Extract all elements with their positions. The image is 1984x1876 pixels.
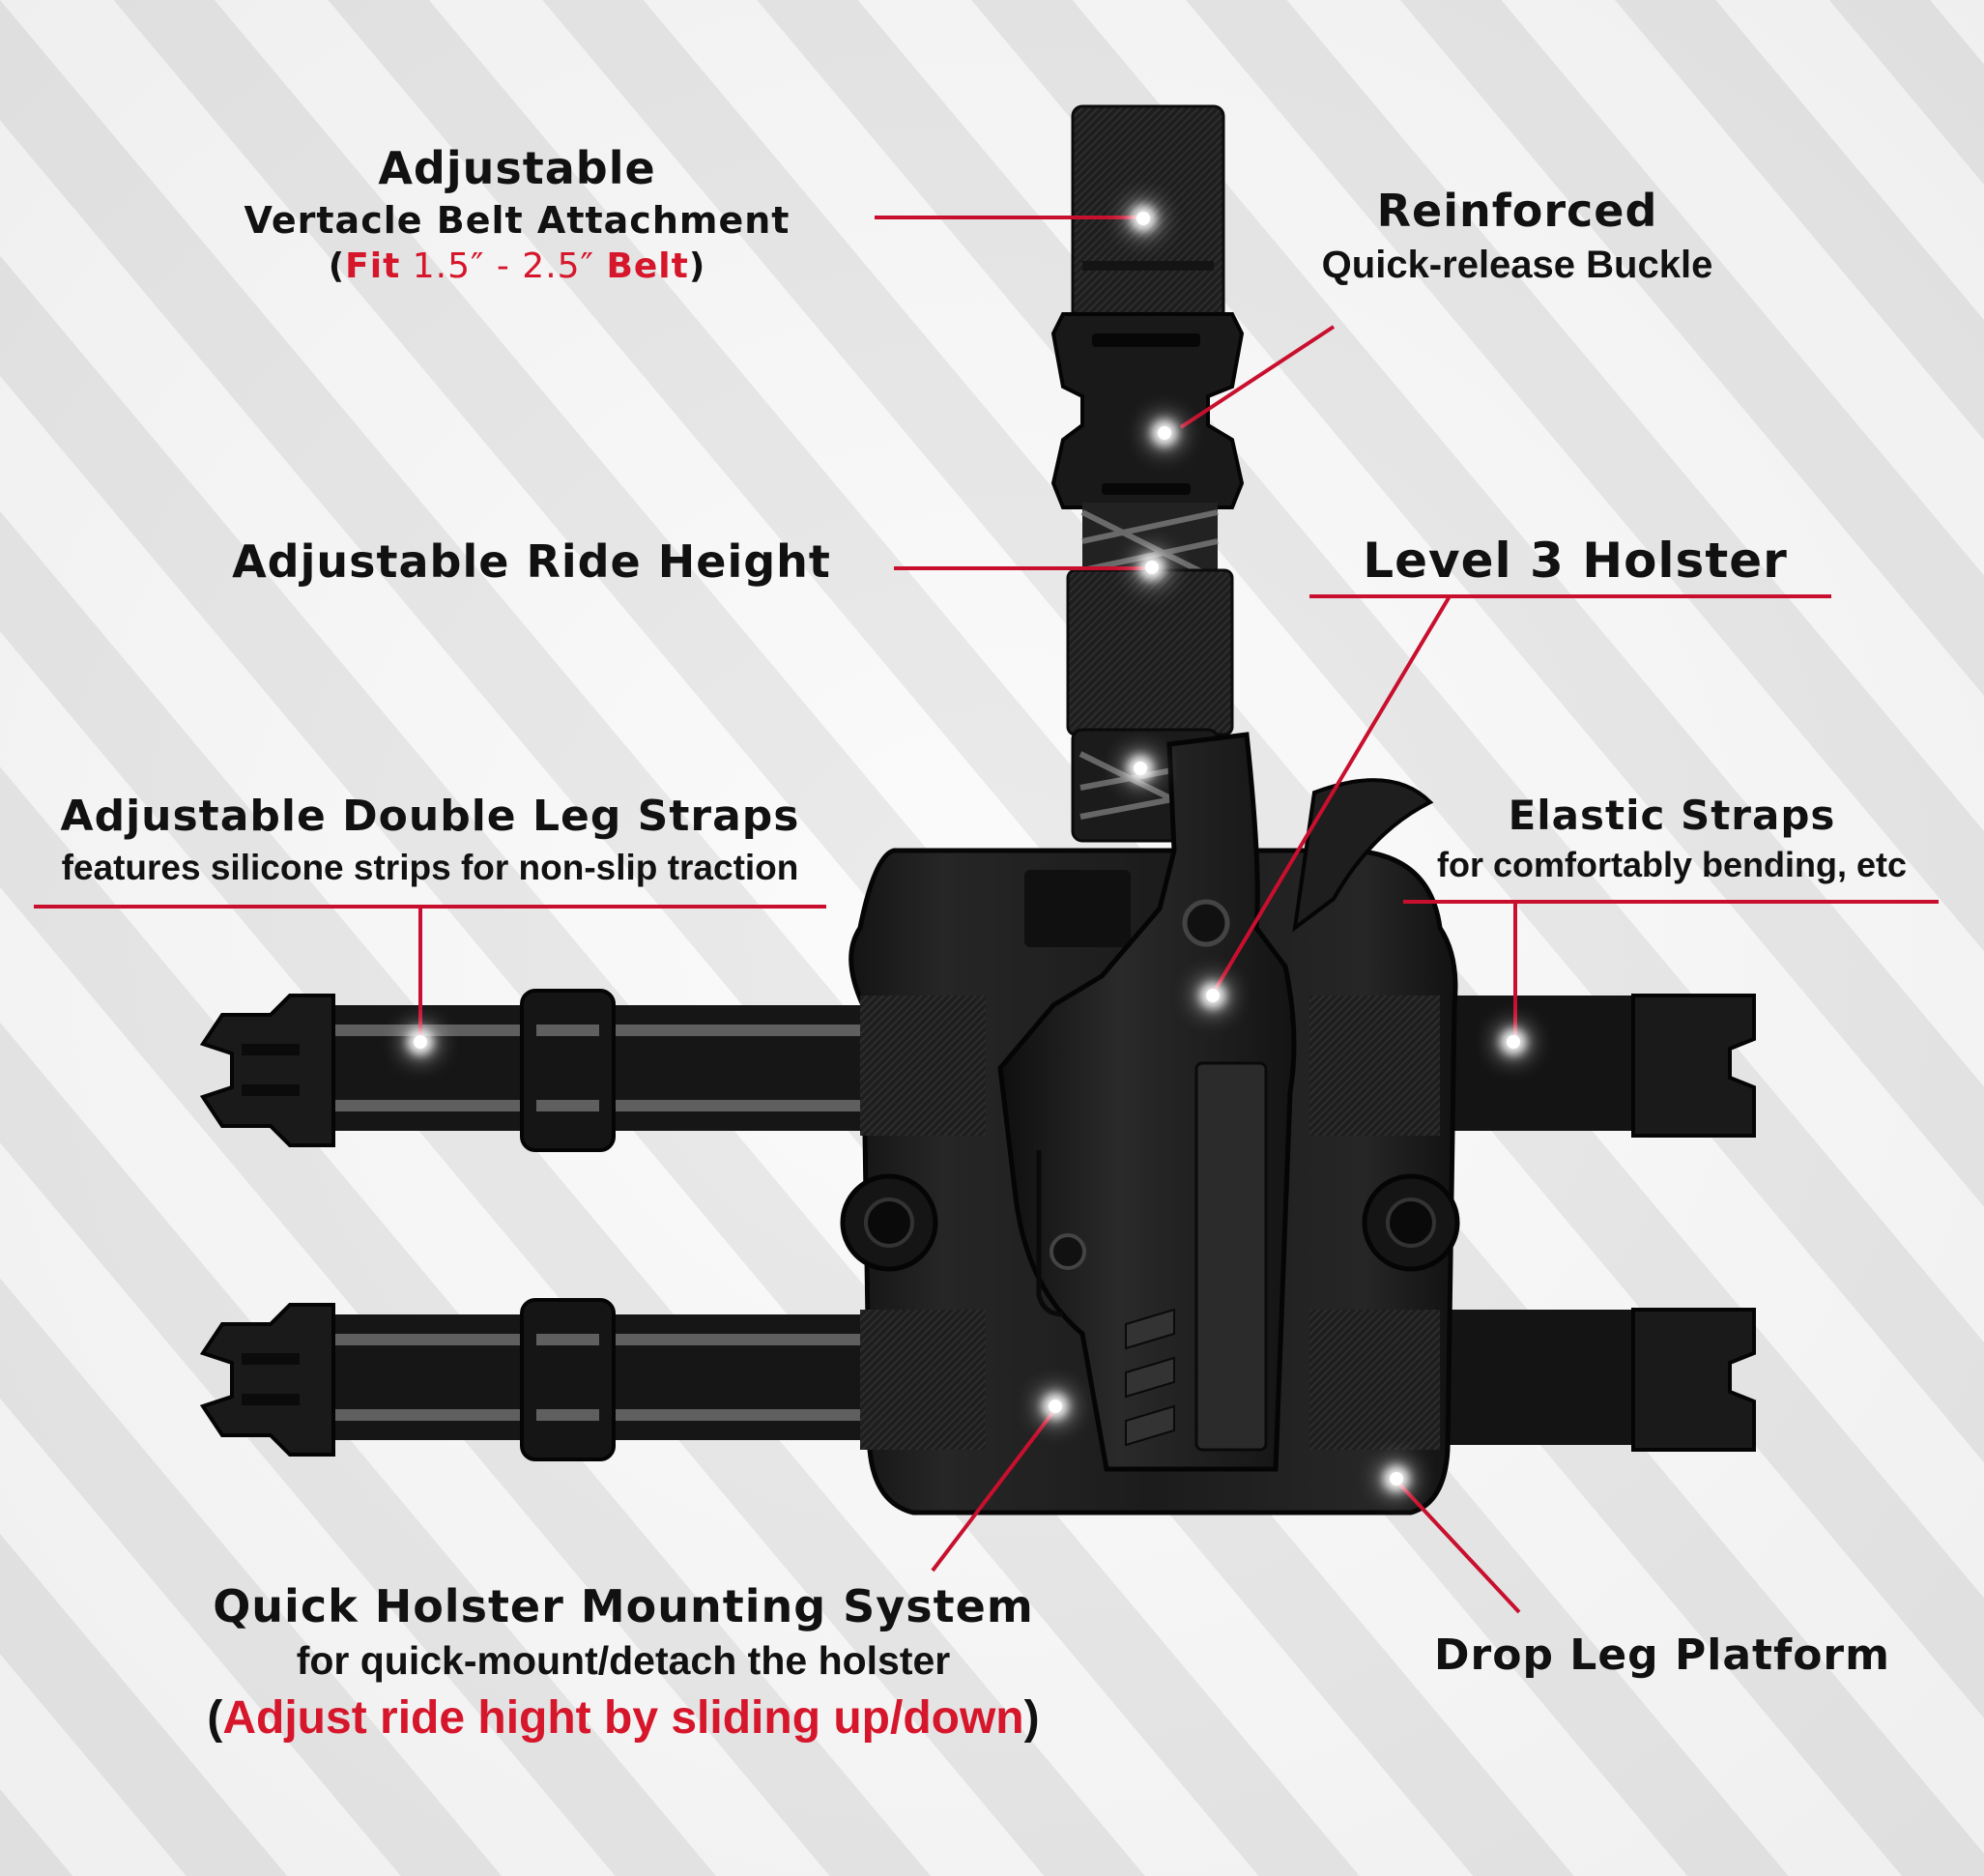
right-elastic-straps bbox=[1421, 994, 1756, 1452]
leg-straps-subtitle: features silicone strips for non-slip tr… bbox=[61, 847, 799, 887]
buckle-subtitle: Quick-release Buckle bbox=[1321, 243, 1713, 286]
leader-holster bbox=[1211, 594, 1452, 996]
left-upper-leg-strap bbox=[199, 989, 860, 1152]
ride-height-title: Adjustable Ride Height bbox=[232, 535, 831, 588]
leader-platform bbox=[1395, 1479, 1521, 1614]
hotspot-platform bbox=[1390, 1472, 1403, 1486]
mounting-system-note: (Adjust ride hight by sliding up/down) bbox=[207, 1692, 1040, 1745]
label-leg-straps: Adjustable Double Leg Straps features si… bbox=[29, 792, 831, 888]
elastic-straps-title: Elastic Straps bbox=[1508, 792, 1836, 839]
label-ride-height: Adjustable Ride Height bbox=[208, 536, 855, 588]
hotspot-holster bbox=[1206, 989, 1220, 1002]
holster-title: Level 3 Holster bbox=[1363, 533, 1788, 589]
level-3-holster bbox=[997, 732, 1434, 1472]
platform-title: Drop Leg Platform bbox=[1434, 1631, 1890, 1680]
elastic-straps-subtitle: for comfortably bending, etc bbox=[1436, 845, 1908, 885]
leader-mounting-system bbox=[931, 1407, 1057, 1573]
mounting-system-subtitle: for quick-mount/detach the holster bbox=[296, 1637, 951, 1683]
left-lower-leg-strap bbox=[199, 1298, 860, 1461]
label-elastic-straps: Elastic Straps for comfortably bending, … bbox=[1406, 792, 1938, 885]
label-buckle: Reinforced Quick-release Buckle bbox=[1266, 186, 1768, 287]
hotspot-mounting-system bbox=[1049, 1400, 1062, 1413]
label-mounting-system: Quick Holster Mounting System for quick-… bbox=[174, 1581, 1073, 1745]
label-platform: Drop Leg Platform bbox=[1421, 1631, 1904, 1681]
leader-buckle bbox=[1179, 325, 1336, 429]
belt-attachment-note: (Fit 1.5″ - 2.5″ Belt) bbox=[328, 245, 706, 286]
hotspot-elastic-straps bbox=[1507, 1035, 1520, 1049]
mounting-system-title: Quick Holster Mounting System bbox=[213, 1580, 1034, 1632]
belt-attachment-title: Adjustable bbox=[378, 142, 656, 194]
hotspot-leg-straps bbox=[414, 1035, 427, 1049]
hotspot-belt-attachment bbox=[1136, 212, 1150, 225]
label-belt-attachment: Adjustable Vertacle Belt Attachment (Fit… bbox=[242, 143, 792, 286]
quick-release-buckle bbox=[1050, 312, 1245, 509]
hotspot-buckle bbox=[1158, 426, 1171, 440]
hotspot-ride-height bbox=[1145, 561, 1159, 574]
buckle-title: Reinforced bbox=[1376, 185, 1658, 237]
leg-straps-title: Adjustable Double Leg Straps bbox=[60, 792, 800, 841]
hotspot-strap-loop bbox=[1134, 762, 1147, 775]
label-holster: Level 3 Holster bbox=[1324, 533, 1826, 590]
belt-attachment-subtitle: Vertacle Belt Attachment bbox=[244, 198, 791, 242]
